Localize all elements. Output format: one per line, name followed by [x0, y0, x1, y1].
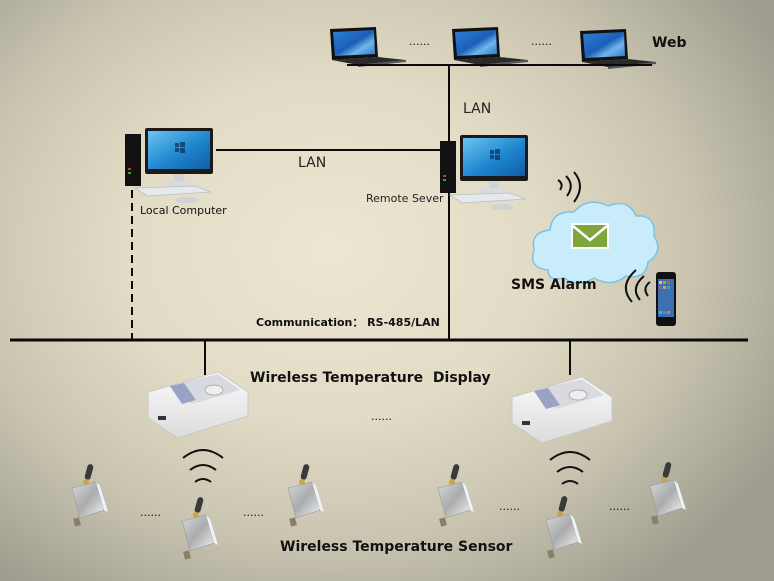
- web-label: Web: [652, 35, 687, 51]
- lan-horizontal-label: LAN: [298, 155, 327, 171]
- temperature-sensor-3: [287, 462, 325, 528]
- sensor-label: Wireless Temperature Sensor: [280, 539, 513, 555]
- temperature-sensor-5: [545, 494, 583, 560]
- lan-vertical-label: LAN: [463, 101, 492, 117]
- remote-server-label: Remote Sever: [366, 192, 444, 205]
- display-ellipsis: ......: [371, 410, 392, 423]
- temperature-sensor-6: [649, 460, 687, 526]
- sensor-ellipsis-3: ......: [499, 500, 520, 513]
- temperature-display-1: [147, 371, 249, 439]
- remote-server: [439, 134, 529, 211]
- signal-phone-icon: [625, 269, 651, 303]
- phone-icon: [656, 272, 676, 326]
- temperature-sensor-4: [437, 462, 475, 528]
- local-computer: [124, 127, 214, 204]
- local-computer-label: Local Computer: [140, 204, 227, 217]
- temperature-display-2: [511, 376, 613, 444]
- laptop-ellipsis-1: ......: [409, 35, 430, 48]
- laptop-3: [580, 29, 656, 69]
- laptop-1: [330, 27, 406, 67]
- sensor-ellipsis-2: ......: [243, 506, 264, 519]
- display-label: Wireless Temperature Display: [250, 370, 491, 386]
- envelope-icon: [571, 223, 609, 249]
- signal-sensor-icon-1: [182, 449, 224, 483]
- signal-sensor-icon-2: [549, 451, 591, 485]
- sms-alarm-label: SMS Alarm: [511, 277, 597, 293]
- laptop-2: [452, 27, 528, 67]
- communication-label: Communication： RS-485/LAN: [256, 316, 440, 329]
- temperature-sensor-2: [181, 495, 219, 561]
- signal-server-icon: [557, 171, 581, 203]
- sensor-ellipsis-1: ......: [140, 506, 161, 519]
- sensor-ellipsis-4: ......: [609, 500, 630, 513]
- temperature-sensor-1: [71, 462, 109, 528]
- laptop-ellipsis-2: ......: [531, 35, 552, 48]
